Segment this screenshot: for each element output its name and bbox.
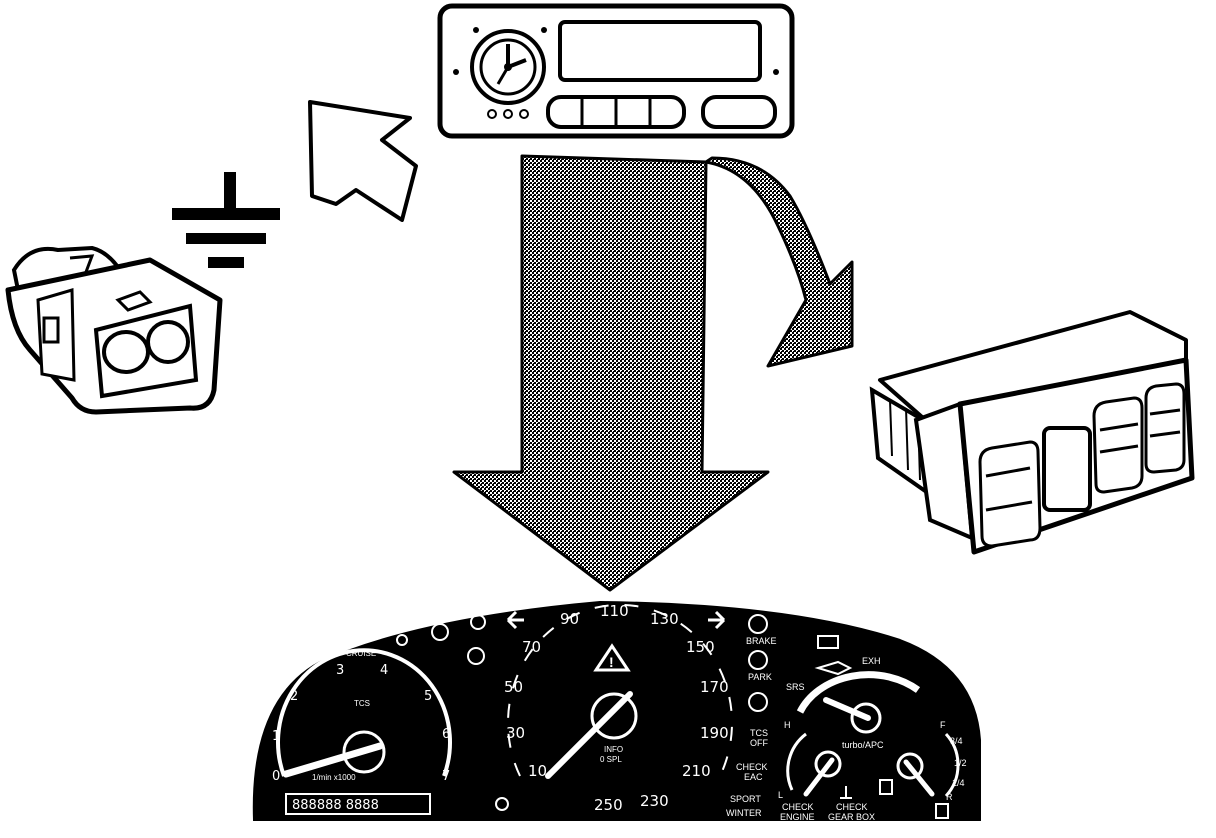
- tcs-label: TCS: [354, 699, 370, 708]
- speed-tick: 90: [560, 610, 579, 628]
- check-gearbox-label-2: GEAR BOX: [828, 812, 875, 822]
- speed-tick: 190: [700, 724, 729, 742]
- brake-label: BRAKE: [746, 636, 777, 646]
- winter-label: WINTER: [726, 808, 762, 818]
- tachometer: 0 1 2 3 4 5 6 7 TCS 1/min x1000 CRUISE 8…: [272, 648, 452, 815]
- tach-tick: 2: [290, 689, 298, 704]
- brake-icon: [748, 614, 768, 634]
- tach-tick: 5: [424, 689, 432, 704]
- turn-left-icon: [506, 610, 524, 630]
- check-engine-label: CHECK: [782, 802, 814, 812]
- spl-label: 0 SPL: [600, 755, 622, 764]
- tcs-off-label: TCS: [750, 728, 768, 738]
- fuel-3q-label: 3/4: [950, 736, 963, 746]
- fuel-reserve-label: R: [946, 792, 953, 802]
- tach-tick: 4: [380, 663, 388, 678]
- tach-tick: 3: [336, 663, 344, 678]
- odometer-value: 888888 8888: [292, 798, 379, 813]
- connector-plug-icon: [5, 245, 223, 415]
- climate-control-panel-icon: [437, 3, 795, 139]
- speed-tick: 70: [522, 638, 541, 656]
- sport-label: SPORT: [730, 794, 761, 804]
- seatbelt-icon: [467, 647, 485, 665]
- arrow-to-ground: [308, 100, 418, 222]
- arrow-to-cluster: [452, 154, 770, 592]
- hazard-icon: !: [609, 654, 614, 670]
- speed-tick: 250: [594, 796, 623, 814]
- speed-tick: 150: [686, 638, 715, 656]
- check-eac-label-2: EAC: [744, 772, 763, 782]
- warning-lamps: BRAKE PARK TCS OFF CHECK EAC SPORT WINTE…: [726, 614, 881, 818]
- speed-tick: 10: [528, 762, 547, 780]
- speed-tick: 130: [650, 610, 679, 628]
- park-brake-icon: [748, 650, 768, 670]
- fuel-full-label: F: [940, 720, 946, 730]
- fog-light-icon: [431, 623, 449, 641]
- fuel-1q-label: 1/4: [952, 778, 965, 788]
- speed-tick: 170: [700, 678, 729, 696]
- exh-label: EXH: [862, 656, 881, 666]
- abs-icon: [748, 692, 768, 712]
- tach-tick: 7: [442, 769, 450, 784]
- check-eac-label: CHECK: [736, 762, 768, 772]
- ground-symbol-icon: [172, 172, 280, 268]
- speed-tick: 50: [504, 678, 523, 696]
- check-gearbox-label: CHECK: [836, 802, 868, 812]
- park-label: PARK: [748, 672, 772, 682]
- check-engine-label-2: ENGINE: [780, 812, 815, 822]
- turn-right-icon: [708, 610, 726, 630]
- cruise-label: CRUISE: [346, 649, 376, 658]
- fuel-pump-icon: [879, 779, 893, 795]
- reset-knob-icon: [495, 797, 509, 811]
- tach-tick: 1: [272, 729, 280, 744]
- coolant-icon: [840, 786, 852, 799]
- high-beam-icon: [470, 614, 486, 630]
- battery-icon: [817, 635, 839, 649]
- speed-tick: 30: [506, 724, 525, 742]
- auxiliary-gauges: turbo/APC H L F 3/4 1/2 1/4 R CHECK ENGI…: [778, 671, 967, 822]
- oil-pressure-icon: [814, 660, 853, 676]
- srs-label: SRS: [786, 682, 805, 692]
- temp-high-label: H: [784, 720, 791, 730]
- temp-low-label: L: [778, 790, 783, 800]
- speed-tick: 110: [600, 602, 629, 620]
- turbo-label: turbo/APC: [842, 740, 884, 750]
- tach-tick: 0: [272, 769, 280, 784]
- arrow-to-info-unit: [704, 156, 854, 368]
- low-fuel-icon: [935, 803, 949, 819]
- fuel-half-label: 1/2: [954, 758, 967, 768]
- info-label: INFO: [604, 745, 623, 754]
- speed-tick: 230: [640, 792, 669, 810]
- rpm-unit-label: 1/min x1000: [312, 773, 356, 782]
- tcs-off-label-2: OFF: [750, 738, 768, 748]
- speed-tick: 210: [682, 762, 711, 780]
- parking-light-icon: [396, 634, 408, 646]
- speedometer: ! 10 30 50 70 90 110 130 150 170 190 210…: [396, 602, 733, 814]
- info-control-unit-icon: [869, 310, 1195, 555]
- tach-tick: 6: [442, 727, 450, 742]
- instrument-cluster-icon: 0 1 2 3 4 5 6 7 TCS 1/min x1000 CRUISE 8…: [252, 600, 981, 822]
- odometer-display: [285, 793, 431, 815]
